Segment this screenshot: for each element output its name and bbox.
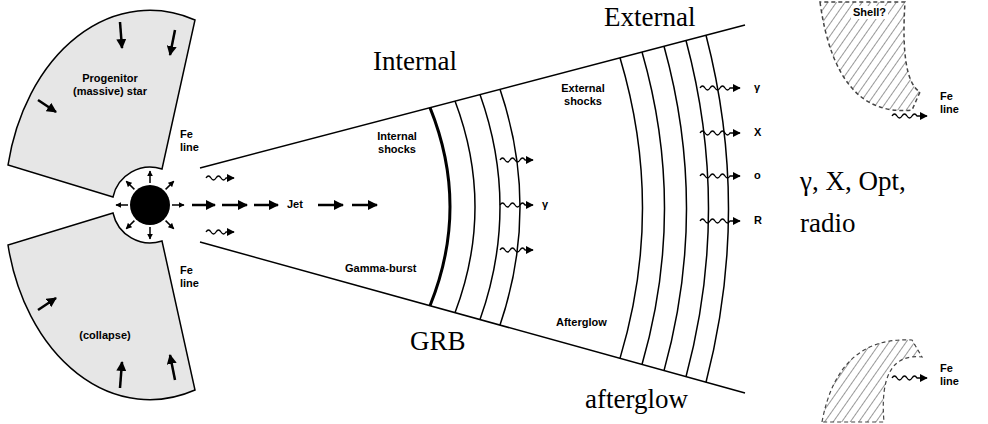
outflow-arrow [116,204,128,206]
shell-shape [8,213,195,400]
shell-label: Shell? [851,6,888,19]
shock-front [642,52,665,365]
shock-front [480,95,500,320]
band-label: X [754,126,761,139]
photon-arrow [700,219,740,223]
central-engine [130,185,170,225]
shock-front [686,41,709,377]
collapse-arrow [38,298,56,310]
jet-label: Jet [287,198,303,211]
cone-edge [200,25,745,168]
shock-label: External shocks [554,82,612,108]
collapse-arrow [170,30,175,55]
outflow-arrow [126,181,134,189]
cone-edge [200,242,745,393]
line-label: Fe line [940,90,968,116]
jet-arrow [222,204,247,207]
collapse-arrow [170,355,175,380]
jet-arrow [192,204,215,207]
photon-label: γ [542,198,548,211]
outflow-arrow [149,227,151,239]
collapse-arrow [120,362,122,388]
jet-arrows [192,204,377,207]
star-shell: Progenitor (massive) star [0,0,200,206]
outflow-arrows [116,171,184,239]
star-shell: (collapse) [0,205,200,405]
hatched-shell [822,340,922,422]
jet-arrow [352,204,377,207]
outflow-arrow [172,204,184,206]
photon-arrow [500,158,533,162]
band-label: o [754,169,761,182]
photon-arrow [700,86,740,90]
outflow-arrow [149,171,151,183]
hatched-shell: Shell? [815,0,930,125]
band-list: γ, X, Opt, radio [800,160,935,244]
shock-front [430,108,450,306]
shock-front [620,58,643,359]
photon-arrow [892,376,927,380]
shell-label: (collapse) [68,329,142,342]
jet-arrow [318,204,343,207]
photon-arrow [206,230,234,234]
outflow-arrow [166,181,174,189]
phase-label: Afterglow [556,316,607,329]
line-label: Fe line [940,362,968,388]
photon-arrow [500,248,533,252]
outflow-arrow [126,221,134,229]
shell-outline [0,0,200,206]
region-heading: External [604,2,695,33]
phase-heading: GRB [410,326,466,357]
band-label: R [754,214,762,227]
jet-arrow [254,204,278,207]
collapse-arrow [38,100,56,112]
band-label: γ [754,81,760,94]
phase-label: Gamma-burst [345,262,417,275]
photon-arrow [206,176,234,180]
collapse-arrow [120,22,122,48]
external-shocks [620,35,729,382]
shock-front [664,46,687,370]
photon-arrow [500,203,533,207]
line-label: Fe line [180,264,208,290]
line-label: Fe line [180,128,208,154]
shock-label: Internal shocks [368,130,426,156]
outflow-arrow [166,221,174,229]
photon-arrow [700,174,740,178]
shell-shape [820,2,920,111]
shell-outline [0,205,200,405]
photon-arrow [892,114,927,118]
shell-shape [8,10,195,197]
shell-label: Progenitor (massive) star [63,72,157,98]
photon-arrow [700,131,740,135]
phase-heading: afterglow [585,384,688,415]
shock-front [455,101,475,313]
region-heading: Internal [373,46,457,77]
